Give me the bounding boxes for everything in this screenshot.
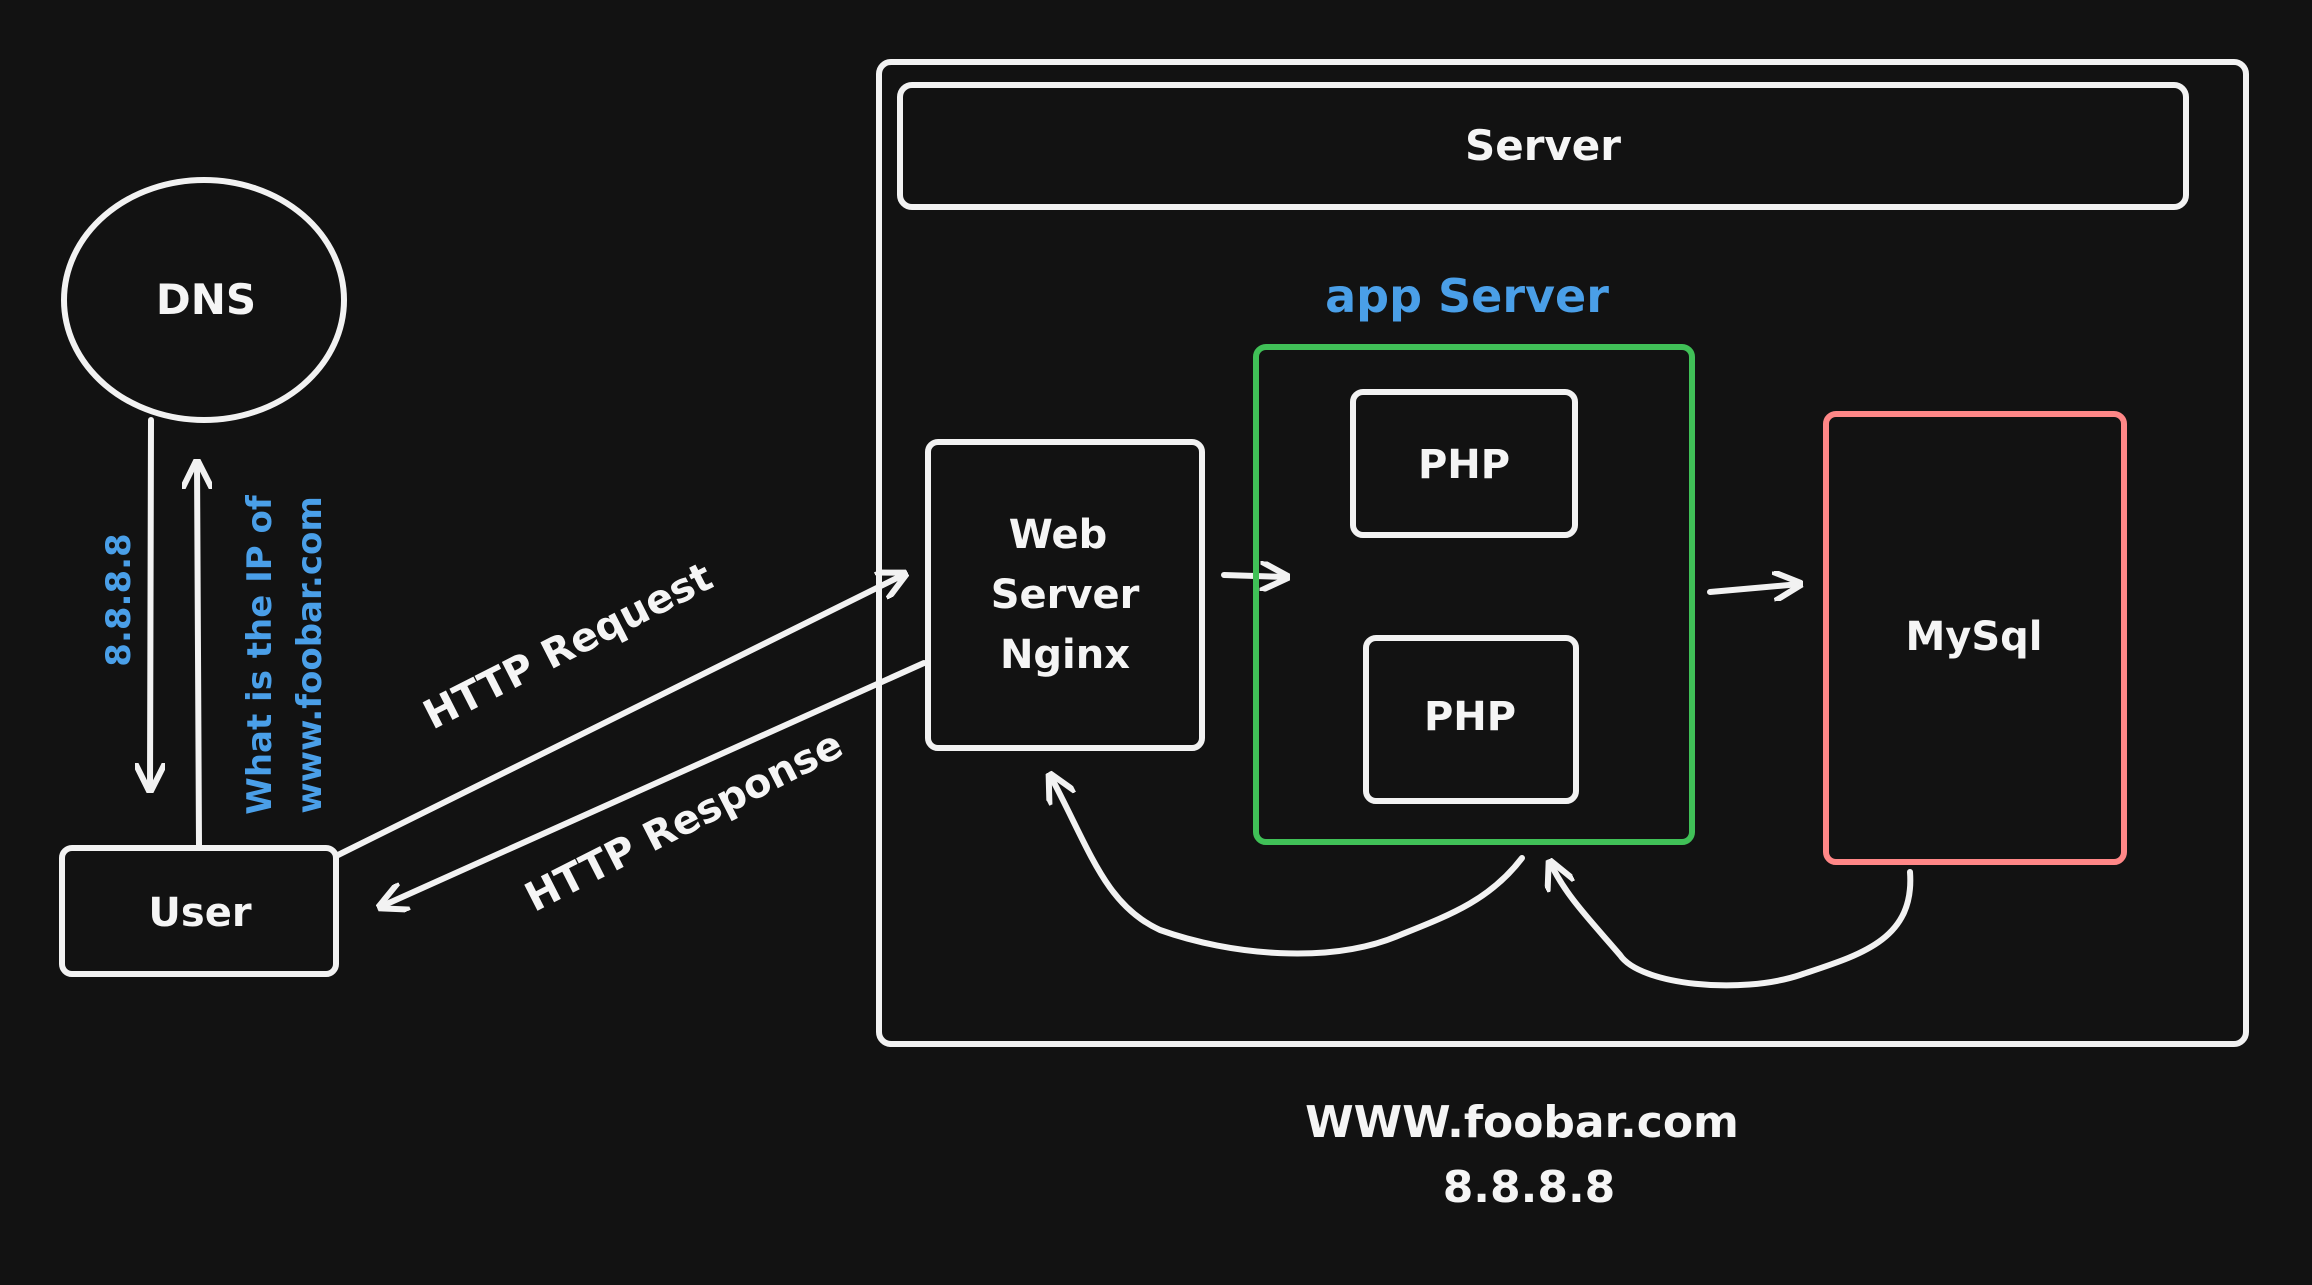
dns-response-label: 8.8.8.8 xyxy=(99,533,139,666)
dns-label: DNS xyxy=(156,275,256,324)
footer-ip: 8.8.8.8 xyxy=(1443,1162,1616,1213)
mysql-node xyxy=(1823,411,2127,865)
http-request-label: HTTP Request xyxy=(416,554,720,739)
server-header-box xyxy=(897,82,2189,210)
php-label-bottom: PHP xyxy=(1424,694,1516,740)
server-header-label: Server xyxy=(1465,121,1621,170)
http-request-arrow xyxy=(333,574,905,859)
app-to-nginx-return-arrow xyxy=(1050,775,1525,957)
dns-query-label-line2: www.foobar.com xyxy=(290,496,330,814)
php-label-top: PHP xyxy=(1418,442,1510,488)
app-server-title: app Server xyxy=(1325,269,1609,323)
footer-domain: WWW.foobar.com xyxy=(1305,1097,1739,1148)
dns-node xyxy=(61,177,347,423)
server-frame xyxy=(876,59,2249,1047)
http-response-arrow xyxy=(380,660,927,907)
user-to-dns-arrow xyxy=(197,462,199,848)
mysql-label: MySql xyxy=(1905,614,2042,660)
php-node-top xyxy=(1350,389,1578,538)
app-server-group xyxy=(1253,344,1695,845)
web-server-label-line2: Server xyxy=(991,572,1140,618)
web-server-label-line1: Web xyxy=(1009,512,1107,558)
user-node xyxy=(59,845,339,977)
dns-to-user-arrow xyxy=(150,417,151,790)
dns-query-label-line1: What is the IP of xyxy=(240,494,280,815)
php-node-bottom xyxy=(1363,635,1579,804)
web-server-node xyxy=(925,439,1205,751)
app-to-mysql-arrow xyxy=(1707,584,1800,592)
web-server-label-line3: Nginx xyxy=(1000,632,1130,678)
user-label: User xyxy=(148,890,251,936)
mysql-to-app-return-arrow xyxy=(1550,862,1914,989)
